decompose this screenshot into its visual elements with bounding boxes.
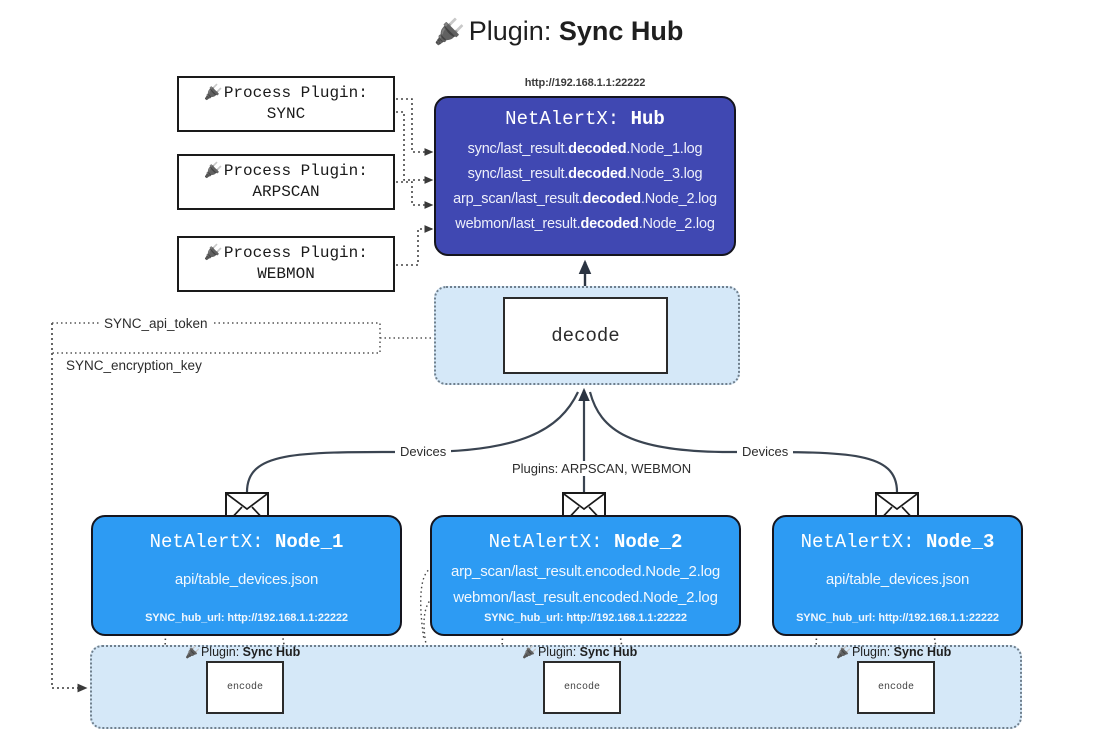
node-box-node-1[interactable]: NetAlertX: Node_1 api/table_devices.json… [91,515,402,636]
process-plugin-label: Process Plugin: [223,243,368,262]
encode-plugin-name: Sync Hub [893,645,952,659]
hub-title: NetAlertX: Hub [436,108,734,130]
node-lines: api/table_devices.json [774,567,1021,593]
node-lines: arp_scan/last_result.encoded.Node_2.log … [432,559,739,611]
plug-icon: 🔌 [185,645,200,659]
encode-plugin-label-3: 🔌Plugin: Sync Hub [836,645,951,659]
devices-label-right: Devices [737,444,794,459]
hub-title-name: Hub [630,108,665,130]
hub-log-pre: sync/last_result. [467,165,569,182]
hub-log-bold: decoded [580,215,639,232]
plugins-label-center: Plugins: ARPSCAN, WEBMON [507,461,697,476]
hub-node[interactable]: NetAlertX: Hub sync/last_result.decoded.… [434,96,736,256]
encode-plugin-prefix: Plugin: [200,645,240,659]
hub-log-post: .Node_3.log [626,165,703,182]
encode-box-1[interactable]: encode [206,661,284,714]
process-plugin-name: ARPSCAN [252,183,320,201]
node-title: NetAlertX: Node_3 [774,531,1021,553]
encode-box-2[interactable]: encode [543,661,621,714]
node-file-line: api/table_devices.json [825,571,970,588]
process-plugin-box-arpscan[interactable]: 🔌Process Plugin: ARPSCAN [177,154,395,210]
encode-plugin-label-1: 🔌Plugin: Sync Hub [185,645,300,659]
hub-log-post: .Node_2.log [638,215,715,232]
sync-encryption-key-label: SYNC_encryption_key [62,358,206,373]
encode-plugin-prefix: Plugin: [537,645,577,659]
node-title-name: Node_3 [926,531,995,553]
hub-log-bold: decoded [568,141,627,157]
node-title: NetAlertX: Node_2 [432,531,739,553]
node-title-name: Node_2 [614,531,683,553]
plug-icon: 🔌 [522,645,537,659]
node-hub-url-key: SYNC_hub_url: [796,612,876,624]
node-lines: api/table_devices.json [93,567,400,593]
encode-box-3[interactable]: encode [857,661,935,714]
node-hub-url-value: http://192.168.1.1:22222 [878,612,999,624]
node-title-name: Node_1 [275,531,344,553]
node-hub-url-key: SYNC_hub_url: [145,612,225,624]
page-title: 🔌Plugin: Sync Hub [0,16,1117,47]
node-hub-url: SYNC_hub_url: http://192.168.1.1:22222 [432,612,739,624]
plug-icon: 🔌 [433,18,465,46]
node-file-line: webmon/last_result.encoded.Node_2.log [453,588,718,606]
node-title: NetAlertX: Node_1 [93,531,400,553]
node-hub-url-key: SYNC_hub_url: [484,612,564,624]
node-title-prefix: NetAlertX: [800,531,915,553]
hub-log-pre: sync/last_result. [467,141,569,157]
process-plugin-label: Process Plugin: [223,83,368,102]
hub-log-line: sync/last_result.decoded.Node_3.log [436,162,734,187]
hub-log-pre: arp_scan/last_result. [453,190,583,207]
node-hub-url: SYNC_hub_url: http://192.168.1.1:22222 [774,612,1021,624]
hub-log-line: webmon/last_result.decoded.Node_2.log [436,212,734,237]
node-hub-url-value: http://192.168.1.1:22222 [227,612,348,624]
node-box-node-2[interactable]: NetAlertX: Node_2 arp_scan/last_result.e… [430,515,741,636]
decode-box[interactable]: decode [503,297,668,374]
plug-icon: 🔌 [204,84,223,102]
edge-webmon-to-hub [396,225,434,266]
edge-node3-devices [588,391,899,493]
page-title-name: Sync Hub [558,16,684,46]
hub-url-label: http://192.168.1.1:22222 [524,77,646,89]
sync-api-token-label: SYNC_api_token [100,316,212,331]
devices-label-left: Devices [395,444,452,459]
process-plugin-box-webmon[interactable]: 🔌Process Plugin: WEBMON [177,236,395,292]
hub-log-pre: webmon/last_result. [455,215,581,232]
hub-log-bold: decoded [582,190,641,207]
encode-plugin-name: Sync Hub [242,645,301,659]
edge-sync-to-hub-1 [396,98,434,156]
edge-node1-devices [245,391,579,493]
plug-icon: 🔌 [836,645,851,659]
hub-log-bold: decoded [568,165,627,182]
edge-keys-to-encode-band [51,323,88,693]
node-title-prefix: NetAlertX: [488,531,603,553]
node-title-prefix: NetAlertX: [149,531,264,553]
plug-icon: 🔌 [204,162,223,180]
hub-title-prefix: NetAlertX: [505,108,620,130]
node-hub-url-value: http://192.168.1.1:22222 [566,612,687,624]
hub-log-line: arp_scan/last_result.decoded.Node_2.log [436,187,734,212]
node-hub-url: SYNC_hub_url: http://192.168.1.1:22222 [93,612,400,624]
process-plugin-name: SYNC [266,105,306,123]
node-file-line: arp_scan/last_result.encoded.Node_2.log [450,563,721,580]
plug-icon: 🔌 [204,244,223,262]
edge-sync-to-hub-2 [396,111,434,184]
edge-arpscan-to-hub [396,181,434,209]
hub-log-post: .Node_2.log [640,190,717,207]
process-plugin-label: Process Plugin: [223,161,368,180]
hub-log-line: sync/last_result.decoded.Node_1.log [436,137,734,162]
encode-plugin-name: Sync Hub [579,645,638,659]
hub-log-post: .Node_1.log [626,141,703,157]
node-file-line: api/table_devices.json [174,571,319,588]
process-plugin-box-sync[interactable]: 🔌Process Plugin: SYNC [177,76,395,132]
process-plugin-name: WEBMON [257,265,315,283]
page-title-prefix: Plugin: [468,16,552,46]
node-box-node-3[interactable]: NetAlertX: Node_3 api/table_devices.json… [772,515,1023,636]
encode-plugin-prefix: Plugin: [851,645,891,659]
encode-plugin-label-2: 🔌Plugin: Sync Hub [522,645,637,659]
